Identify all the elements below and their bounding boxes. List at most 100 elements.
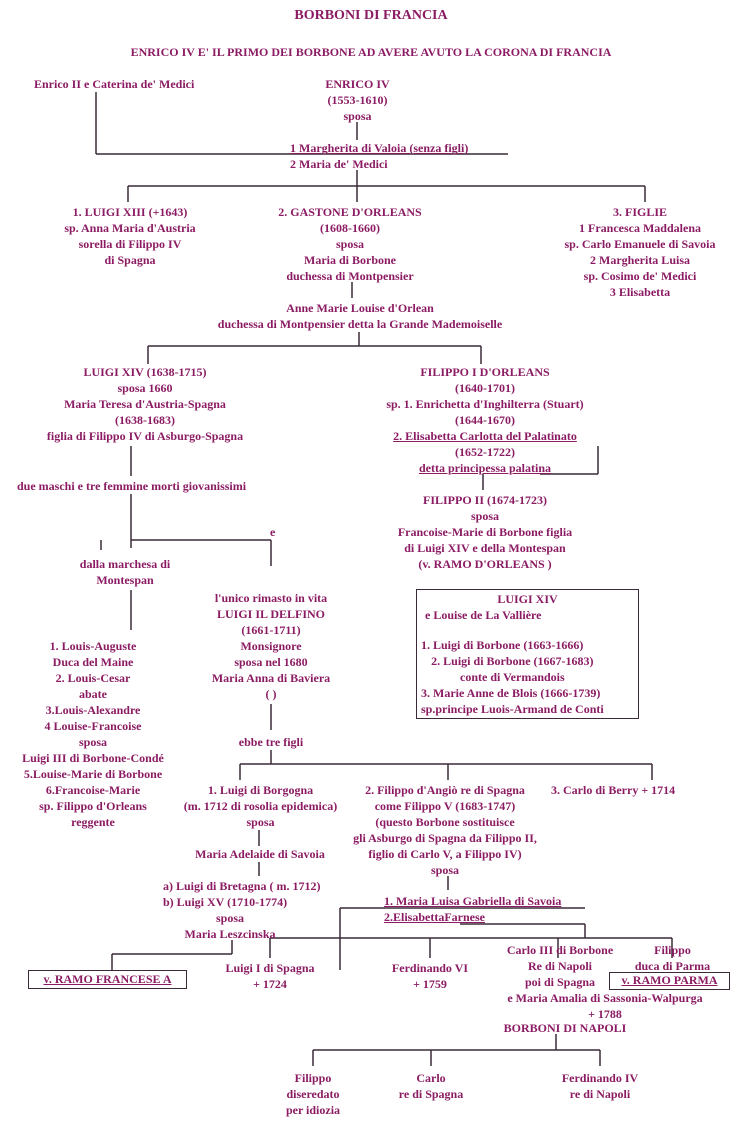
filippo-i-line: (1652-1722) xyxy=(455,445,515,459)
enrico-iv-node: ENRICO IV (1553-1610) sposa xyxy=(300,76,415,124)
enrico-ii-caterina: Enrico II e Caterina de' Medici xyxy=(34,77,195,91)
ferdinando-iv-name: Ferdinando IV xyxy=(561,1071,639,1085)
filippo-parma-line: duca di Parma xyxy=(634,959,711,973)
montespan-child-line: 4 Louise-Francoise xyxy=(44,719,142,733)
filippo-anjou-line: come Filippo V (1683-1747) xyxy=(374,799,516,813)
gastone-line: sposa xyxy=(335,237,364,251)
gastone-line: Maria di Borbone xyxy=(304,253,396,267)
luigi-xv-line: b) Luigi XV (1710-1774) xyxy=(163,895,288,909)
delfino-line: Monsignore xyxy=(240,639,302,653)
filippo-ii-node: FILIPPO II (1674-1723) sposa Francoise-M… xyxy=(385,492,585,572)
enrico-iv-name: ENRICO IV xyxy=(325,77,390,91)
luigi-i-line: + 1724 xyxy=(253,977,287,991)
montespan-child-line: 3.Louis-Alexandre xyxy=(45,703,141,717)
filippo-i-line: (1640-1701) xyxy=(455,381,515,395)
valliere-child-line: 2. Luigi di Borbone (1667-1683) xyxy=(431,654,594,668)
delfino-node: l'unico rimasto in vita LUIGI IL DELFINO… xyxy=(196,590,346,702)
filippo-i-node: FILIPPO I D'ORLEANS (1640-1701) sp. 1. E… xyxy=(360,364,610,476)
montespan-line: Montespan xyxy=(96,573,154,587)
valliere-line: e Louise de La Vallière xyxy=(425,608,542,622)
carlo-iii-node: Carlo III di Borbone Re di Napoli poi di… xyxy=(490,942,630,990)
luigi-xiv-line: sposa 1660 xyxy=(117,381,173,395)
and-label: e xyxy=(270,525,276,539)
anne-marie-node: Anne Marie Louise d'Orlean duchessa di M… xyxy=(180,300,540,332)
filippo-i-line: (1644-1670) xyxy=(455,413,515,427)
filippo-diseredato-node: Filippo diseredato per idiozia xyxy=(263,1070,363,1118)
luigi-i-node: Luigi I di Spagna + 1724 xyxy=(210,960,330,992)
luigi-xiii-node: 1. LUIGI XIII (+1643) sp. Anna Maria d'A… xyxy=(40,204,220,268)
carlo-berry-node: 3. Carlo di Berry + 1714 xyxy=(551,783,676,797)
valliere-child-line: 3. Marie Anne de Blois (1666-1739) xyxy=(421,686,601,700)
figlie-line: sp. Cosimo de' Medici xyxy=(583,269,697,283)
luigi-xiv-line: figlia di Filippo IV di Asburgo-Spagna xyxy=(46,429,244,443)
ferdinando-vi-line: + 1759 xyxy=(413,977,447,991)
ramo-francese-link[interactable]: v. RAMO FRANCESE A xyxy=(28,970,187,989)
anne-marie-name: Anne Marie Louise d'Orlean xyxy=(286,301,434,315)
ferdinando-iv-line: re di Napoli xyxy=(569,1087,631,1101)
montespan-children-node: 1. Louis-Auguste Duca del Maine 2. Louis… xyxy=(8,638,178,830)
luigi-xiv-node: LUIGI XIV (1638-1715) sposa 1660 Maria T… xyxy=(15,364,275,444)
filippo-anjou-line: gli Asburgo di Spagna da Filippo II, xyxy=(353,831,537,845)
valliere-children: 1. Luigi di Borbone (1663-1666) 2. Luigi… xyxy=(421,637,604,717)
filippo-ii-line: (v. RAMO D'ORLEANS ) xyxy=(418,557,552,571)
luigi-xiv-name: LUIGI XIV (1638-1715) xyxy=(83,365,207,379)
filippo-anjou-line: (questo Borbone sostituisce xyxy=(375,815,515,829)
carlo-re-spagna-node: Carlo re di Spagna xyxy=(381,1070,481,1102)
luigi-xiii-name: 1. LUIGI XIII (+1643) xyxy=(72,205,188,219)
enrico-iv-dates: (1553-1610) xyxy=(327,93,388,107)
carlo-iii-line: Re di Napoli xyxy=(527,959,592,973)
gastone-line: (1608-1660) xyxy=(320,221,380,235)
luigi-xv-wife-line: sposa xyxy=(215,911,244,925)
montespan-child-line: 6.Francoise-Marie xyxy=(45,783,141,797)
montespan-child-line: Luigi III di Borbone-Condé xyxy=(22,751,164,765)
valliere-title: LUIGI XIV xyxy=(497,592,558,606)
bretagna-node: a) Luigi di Bretagna ( m. 1712) b) Luigi… xyxy=(163,878,320,910)
delfino-line: Maria Anna di Baviera xyxy=(211,671,331,685)
luigi-xiii-line: sp. Anna Maria d'Austria xyxy=(64,221,196,235)
figlie-line: 2 Margherita Luisa xyxy=(590,253,690,267)
luigi-xiii-line: di Spagna xyxy=(104,253,156,267)
adelaide-node: Maria Adelaide di Savoia xyxy=(195,847,325,861)
enrico-iv-sposa: sposa xyxy=(343,109,372,123)
filippo-anjou-node: 2. Filippo d'Angiò re di Spagna come Fil… xyxy=(345,782,545,878)
valliere-child-line: conte di Vermandois xyxy=(460,670,565,684)
ferdinando-vi-name: Ferdinando VI xyxy=(391,961,469,975)
filippo-ii-line: Francoise-Marie di Borbone figlia xyxy=(397,525,573,539)
filippo-i-wife-2: 2. Elisabetta Carlotta del Palatinato xyxy=(393,429,577,443)
luigi-xv-wife-node: sposa Maria Leszcinska xyxy=(170,910,290,942)
figlie-node: 3. FIGLIE 1 Francesca Maddalena sp. Carl… xyxy=(540,204,740,300)
delfino-line: (1661-1711) xyxy=(241,623,301,637)
montespan-line: dalla marchesa di xyxy=(79,557,171,571)
montespan-child-line: Duca del Maine xyxy=(52,655,134,669)
filippo-diseredato-name: Filippo xyxy=(294,1071,332,1085)
borgogna-line: (m. 1712 di rosolia epidemica) xyxy=(183,799,338,813)
ramo-parma-link[interactable]: v. RAMO PARMA xyxy=(609,972,730,990)
delfino-line: sposa nel 1680 xyxy=(234,655,308,669)
enrico-iv-wife-1: 1 Margherita di Valoia (senza figli) xyxy=(290,141,469,155)
borgogna-name: 1. Luigi di Borgogna xyxy=(207,783,314,797)
filippo-v-wife-1: 1. Maria Luisa Gabriella di Savoia xyxy=(384,894,562,908)
filippo-ii-name: FILIPPO II (1674-1723) xyxy=(423,493,547,507)
filippo-diseredato-line: diseredato xyxy=(286,1087,340,1101)
filippo-diseredato-line: per idiozia xyxy=(285,1103,341,1117)
borgogna-line: sposa xyxy=(246,815,275,829)
valliere-child-line: sp.principe Luois-Armand de Conti xyxy=(421,702,604,716)
amalia-node: e Maria Amalia di Sassonia-Walpurga + 17… xyxy=(470,990,740,1022)
delfino-line: ( ) xyxy=(265,687,277,701)
filippo-anjou-name: 2. Filippo d'Angiò re di Spagna xyxy=(365,783,525,797)
montespan-child-line: reggente xyxy=(71,815,115,829)
montespan-child-line: abate xyxy=(79,687,107,701)
luigi-i-name: Luigi I di Spagna xyxy=(225,961,315,975)
luigi-xiv-line: Maria Teresa d'Austria-Spagna xyxy=(64,397,226,411)
filippo-i-name: FILIPPO I D'ORLEANS xyxy=(420,365,550,379)
filippo-ii-line: di Luigi XIV e della Montespan xyxy=(404,541,566,555)
filippo-parma-node: Filippo duca di Parma xyxy=(615,942,730,974)
borboni-napoli-label: BORBONI DI NAPOLI xyxy=(503,1021,627,1035)
amalia-line: + 1788 xyxy=(588,1007,622,1021)
carlo-re-spagna-line: re di Spagna xyxy=(398,1087,464,1101)
filippo-ii-line: sposa xyxy=(470,509,499,523)
montespan-node: dalla marchesa di Montespan xyxy=(50,556,200,588)
carlo-iii-line: poi di Spagna xyxy=(524,975,596,989)
montespan-child-line: 2. Louis-Cesar xyxy=(55,671,131,685)
